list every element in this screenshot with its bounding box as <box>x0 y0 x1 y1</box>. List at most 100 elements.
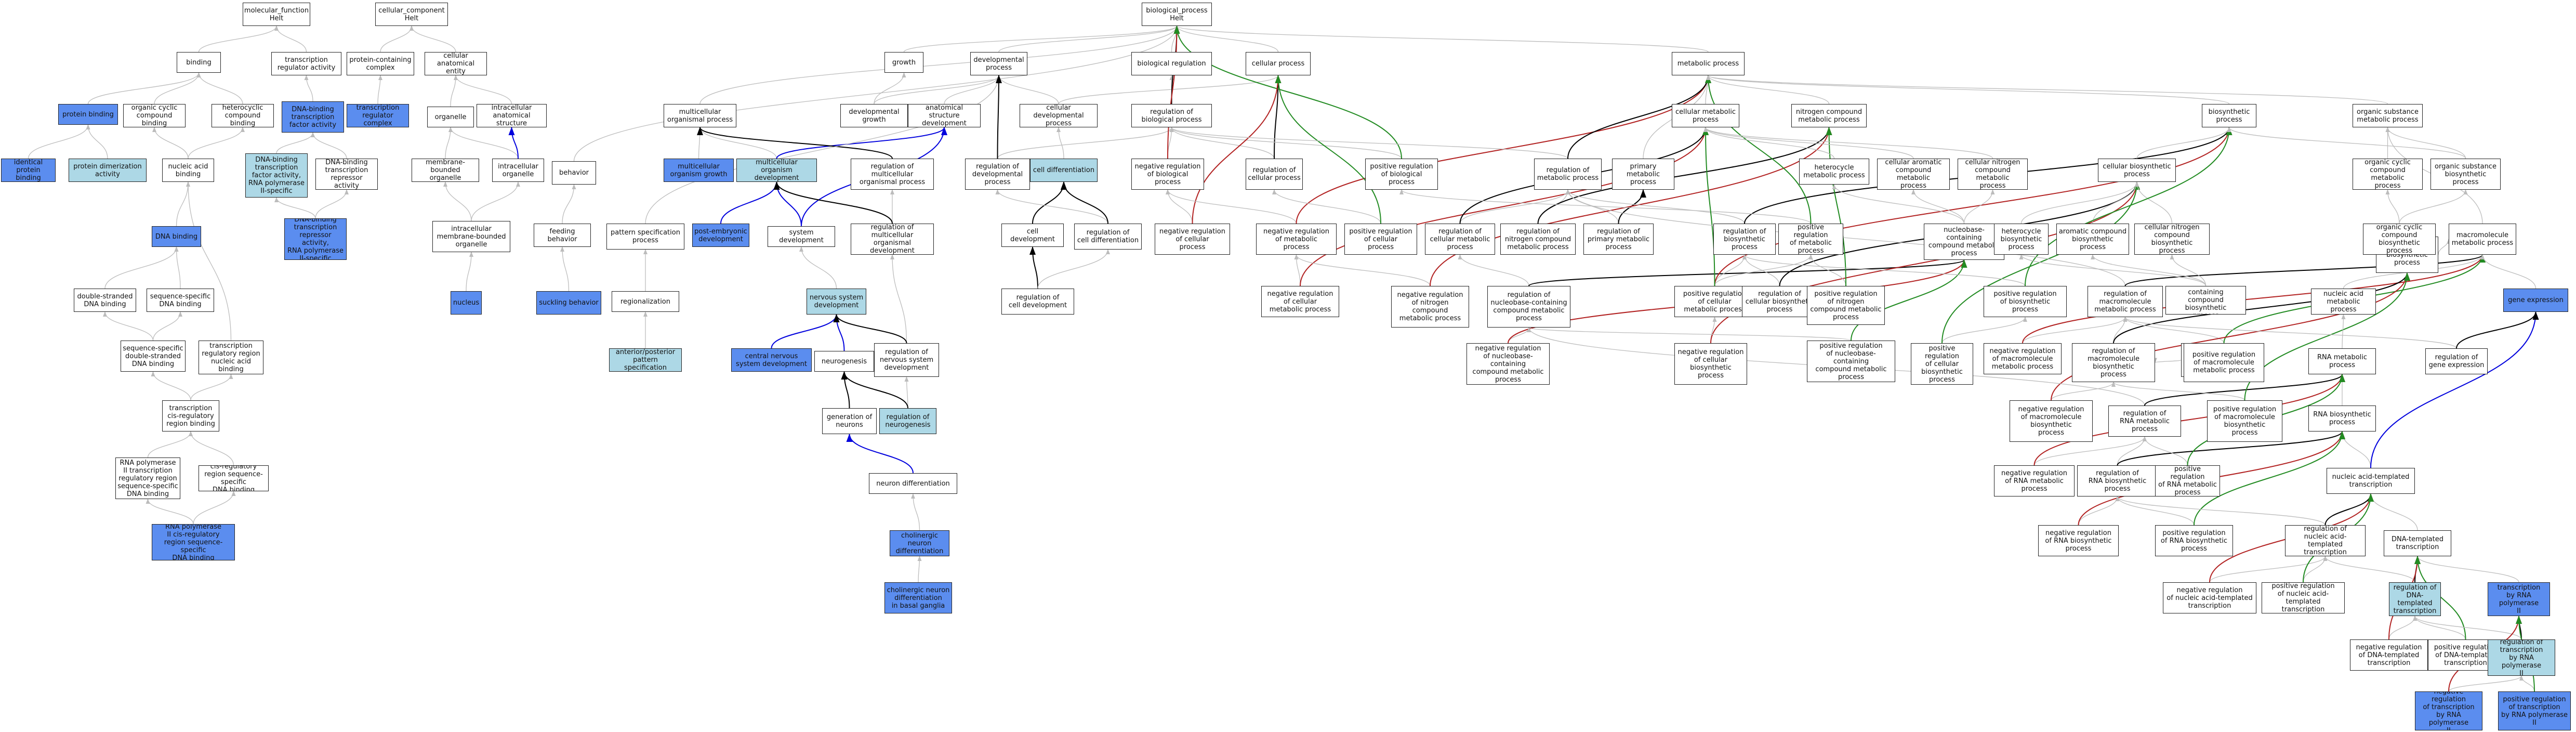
graph-edge <box>2448 675 2524 692</box>
graph-node-n98: cellular nitrogen compound metabolic pro… <box>1958 159 2028 190</box>
graph-edge <box>380 25 414 53</box>
graph-edge <box>1300 127 1709 286</box>
graph-edge <box>874 75 1001 104</box>
graph-edge <box>773 181 802 227</box>
graph-node-n122: nucleic acid-templated transcription <box>2327 468 2415 494</box>
graph-edge <box>1037 249 1110 289</box>
graph-edge <box>846 434 914 474</box>
graph-edge <box>454 75 512 104</box>
graph-node-n86: negative regulation of nucleobase-contai… <box>1467 343 1550 385</box>
graph-node-n85: regulation of nucleobase-containing comp… <box>1487 286 1570 328</box>
graph-node-n129: regulation of DNA-templated transcriptio… <box>2389 582 2441 616</box>
graph-edge <box>1294 254 1301 286</box>
graph-node-n59: biological_process Helt <box>1142 3 1212 26</box>
graph-node-n77: positive regulation of cellular process <box>1344 224 1417 255</box>
graph-edge <box>104 246 179 289</box>
graph-edge <box>2413 616 2466 640</box>
graph-edge <box>2303 556 2328 583</box>
graph-edge <box>944 75 1001 104</box>
graph-node-n55: regulation of neurogenesis <box>879 408 936 434</box>
graph-node-n115: regulation of RNA metabolic process <box>2108 406 2181 437</box>
graph-node-n142: regulation of gene expression <box>2425 348 2488 374</box>
graph-edge <box>903 25 1179 53</box>
graph-node-n93: positive regulation of nitrogen compound… <box>1807 286 1885 325</box>
graph-edge <box>103 311 154 341</box>
graph-edge <box>1192 75 1282 224</box>
graph-node-n51: central nervous system development <box>731 348 812 372</box>
graph-node-n83: regulation of primary metabolic process <box>1583 224 1654 255</box>
graph-node-n27: sequence-specific double-stranded DNA bi… <box>121 341 186 372</box>
graph-edge <box>1169 127 1275 159</box>
graph-node-n113: positive regulation of macromolecule met… <box>2184 343 2264 382</box>
graph-edge <box>1272 189 1381 224</box>
graph-edge <box>2415 556 2519 583</box>
graph-edge <box>560 246 570 292</box>
graph-edge <box>276 132 315 154</box>
graph-node-n72: regulation of cell development <box>1001 289 1074 315</box>
graph-edge <box>1963 189 1995 224</box>
graph-node-n49: anterior/posterior pattern specification <box>609 348 682 372</box>
graph-edge <box>1702 127 1715 286</box>
graph-node-n130: transcription by RNA polymerase II <box>2488 582 2550 616</box>
graph-edge <box>2020 181 2139 224</box>
graph-node-n6: cellular anatomical entity <box>425 52 487 75</box>
graph-edge <box>1703 127 1914 159</box>
graph-edge <box>771 314 840 349</box>
graph-edge <box>1056 127 1064 159</box>
graph-edge <box>1029 246 1038 289</box>
graph-edge <box>1061 181 1108 224</box>
graph-edge <box>1058 75 1280 104</box>
graph-node-n68: positive regulation of biological proces… <box>1365 159 1438 190</box>
graph-edge <box>1174 25 1709 53</box>
graph-edge <box>2438 239 2451 255</box>
graph-node-n3: binding <box>177 52 221 73</box>
graph-node-n63: regulation of biological process <box>1131 104 1212 127</box>
graph-edge <box>1173 25 1402 159</box>
graph-edge <box>1706 75 2388 104</box>
graph-node-n140: macromolecule metabolic process <box>2449 224 2516 255</box>
graph-edge <box>2135 181 2173 224</box>
graph-node-n36: growth <box>884 52 923 73</box>
graph-edge <box>2019 254 2207 286</box>
graph-edge <box>147 431 193 458</box>
graph-edge <box>1742 254 2026 286</box>
graph-node-n74: cellular metabolic process <box>1672 104 1739 127</box>
graph-node-n42: multicellular organism development <box>736 159 817 182</box>
graph-edge <box>697 127 893 159</box>
graph-edge <box>1706 75 2230 104</box>
graph-edge <box>189 431 234 466</box>
graph-node-n99: nucleobase-containing compound metabolic… <box>1924 224 2004 260</box>
graph-node-n71: negative regulation of cellular process <box>1155 224 1230 255</box>
graph-edge <box>573 25 1179 162</box>
graph-edge <box>1430 127 1832 286</box>
graph-edge <box>86 124 108 159</box>
graph-edge <box>315 189 349 219</box>
graph-edge <box>304 75 313 102</box>
graph-edge <box>1566 189 1745 224</box>
graph-node-n58: cholinergic neuron differentiation in ba… <box>884 582 952 613</box>
graph-node-n44: pattern specification process <box>606 224 684 250</box>
graph-edge <box>2113 272 2410 344</box>
graph-edge <box>2091 254 2207 286</box>
graph-edge <box>274 25 307 53</box>
graph-node-n88: positive regulation of metabolic process <box>1778 224 1843 255</box>
graph-edge <box>562 184 576 224</box>
graph-edge <box>1703 127 1993 159</box>
graph-edge <box>2123 317 2457 349</box>
graph-edge <box>841 371 908 409</box>
graph-node-n79: primary metabolic process <box>1612 159 1674 190</box>
graph-node-n19: membrane-bounded organelle <box>412 159 479 182</box>
graph-node-n54: generation of neurons <box>822 408 877 434</box>
graph-node-n40: anatomical structure development <box>908 104 981 127</box>
graph-edge <box>1832 184 1965 224</box>
graph-edge <box>1166 189 1193 224</box>
graph-edge <box>1174 25 1279 53</box>
graph-edge <box>1458 254 1529 286</box>
graph-edge <box>193 491 236 525</box>
graph-edge <box>2170 254 2207 286</box>
graph-edge <box>2051 272 2410 401</box>
graph-edge <box>698 127 777 159</box>
graph-edge <box>1714 254 1747 286</box>
graph-node-n47: regulation of multicellular organismal d… <box>851 224 934 255</box>
graph-node-n123: negative regulation of RNA biosynthetic … <box>2038 525 2119 556</box>
